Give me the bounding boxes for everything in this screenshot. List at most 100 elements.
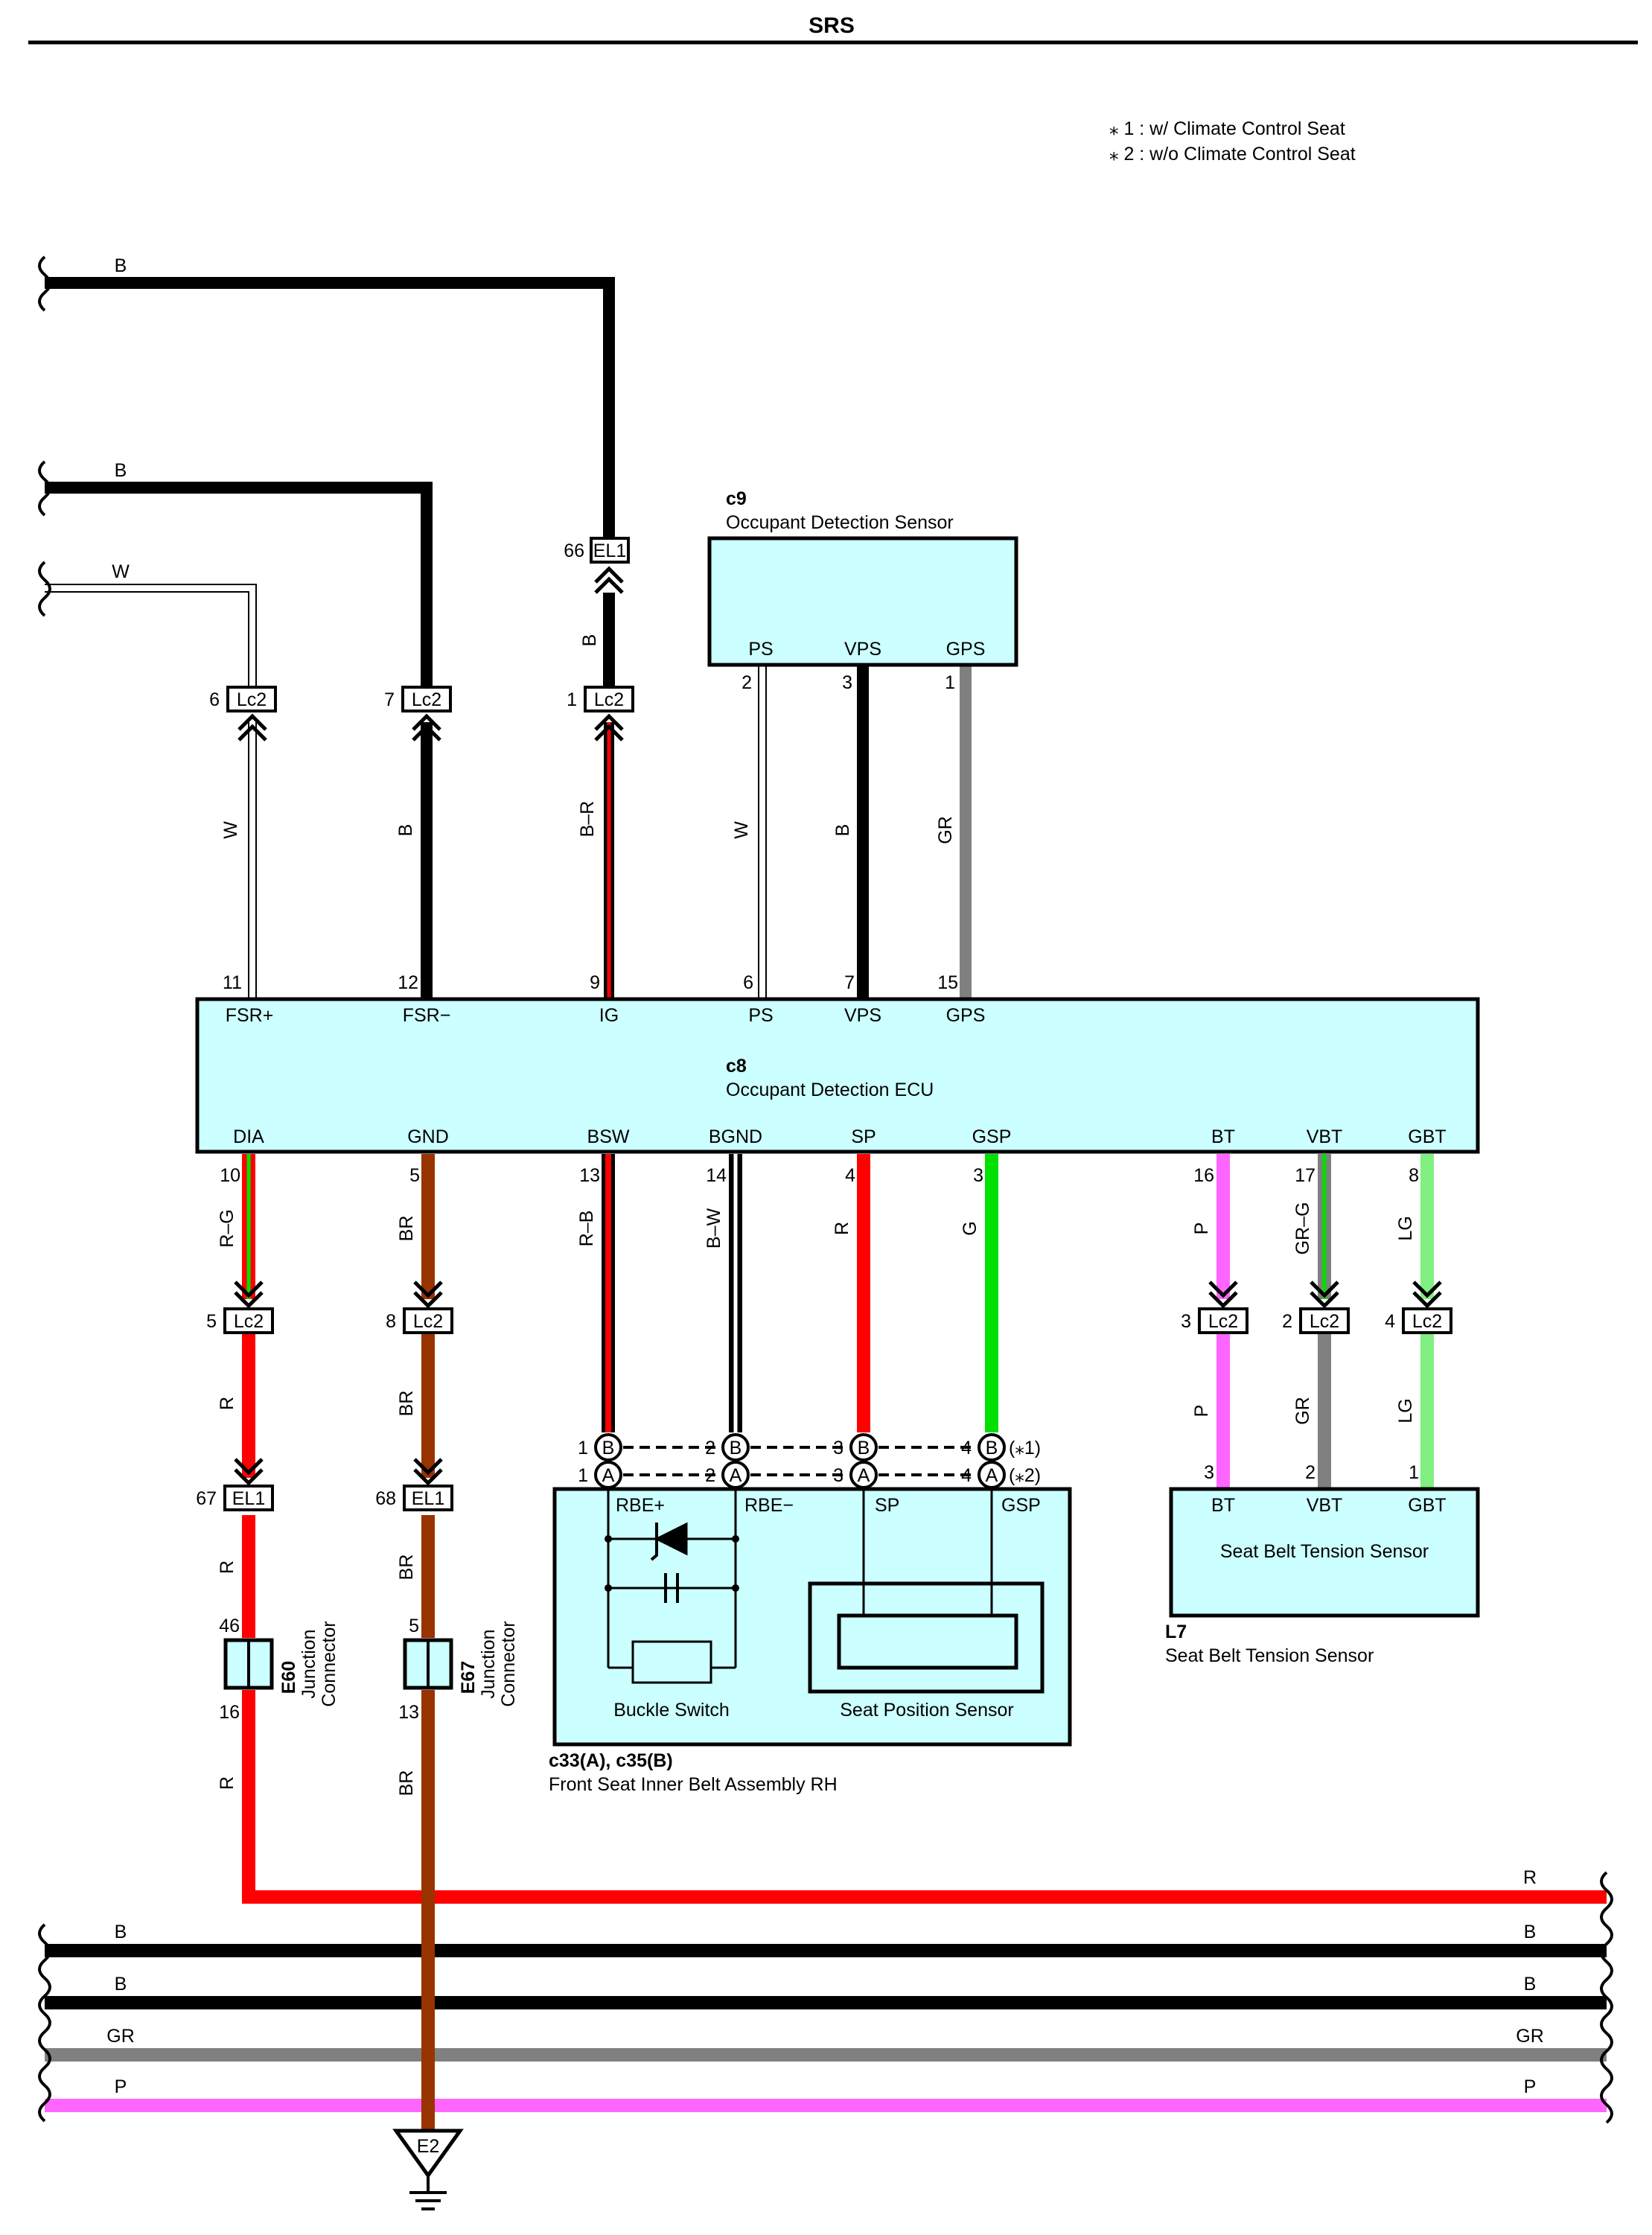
svg-text:BT: BT (1211, 1495, 1235, 1516)
svg-text:Lc2: Lc2 (237, 689, 267, 710)
connector-el1-top: EL1 66 (564, 537, 630, 594)
svg-text:Lc2: Lc2 (1208, 1311, 1238, 1332)
svg-text:Lc2: Lc2 (1412, 1311, 1442, 1332)
component-c33-c35: RBE+ RBE− SP GSP Buckle Switch (552, 1487, 1072, 1747)
wire-label-dia: R–G (217, 1209, 237, 1247)
svg-text:2: 2 (705, 1438, 715, 1458)
svg-text:5: 5 (206, 1311, 217, 1332)
svg-text:Buckle Switch: Buckle Switch (613, 1700, 730, 1721)
connector-lc2-top-3: Lc2 1 (567, 686, 634, 742)
bus-label-b1-left: B (115, 1922, 127, 1942)
c8-pin-bgnd: 14 (706, 1165, 727, 1186)
svg-text:A: A (986, 1465, 998, 1486)
connector-lc2-top-2: Lc2 7 (384, 686, 452, 742)
c33-pin-row-a: A A A A 1 2 3 4 (⁎2) (578, 1460, 1041, 1489)
wire-label-top-2: B (115, 460, 127, 481)
component-c8: c8 Occupant Detection ECU FSR+ FSR− IG P… (195, 997, 1480, 1154)
svg-text:6: 6 (209, 689, 220, 710)
wire-label-below-jc-br: BR (396, 1770, 417, 1796)
wire-label-ig: B–R (577, 801, 598, 838)
l7-pin-gbt: 1 (1409, 1462, 1419, 1483)
wire-label-gbt: LG (1395, 1216, 1416, 1240)
harness-break-left-bottom (38, 1923, 51, 2123)
svg-text:DIA: DIA (233, 1126, 264, 1147)
c8-pin-bsw: 13 (579, 1165, 600, 1186)
svg-text:EL1: EL1 (412, 1488, 444, 1509)
bus-label-p-right: P (1524, 2076, 1537, 2097)
c33-label-code: c33(A), c35(B) (549, 1750, 673, 1771)
wire-label-top-1: B (115, 255, 127, 276)
svg-text:A: A (602, 1465, 615, 1486)
c8-pin-ig: 9 (590, 972, 600, 993)
svg-text:A: A (730, 1465, 742, 1486)
bus-label-gr-right: GR (1516, 2026, 1544, 2047)
wire-label-dia-mid: R (217, 1397, 237, 1410)
svg-text:Lc2: Lc2 (234, 1311, 264, 1332)
svg-text:46: 46 (219, 1616, 240, 1636)
svg-text:E2: E2 (417, 2136, 440, 2157)
svg-text:5: 5 (409, 1616, 419, 1636)
svg-text:EL1: EL1 (593, 541, 626, 561)
svg-text:B: B (986, 1438, 998, 1458)
wire-label-gsp: G (960, 1221, 980, 1235)
svg-text:IG: IG (599, 1005, 619, 1026)
svg-text:SP: SP (851, 1126, 876, 1147)
bus-label-gr-left: GR (106, 2026, 135, 2047)
wire-label-vbt: GR–G (1292, 1202, 1313, 1255)
svg-text:2: 2 (1282, 1311, 1292, 1332)
svg-text:3: 3 (833, 1465, 843, 1486)
svg-text:GSP: GSP (1001, 1495, 1041, 1516)
svg-text:BGND: BGND (709, 1126, 762, 1147)
bus-label-b2-right: B (1524, 1974, 1537, 1995)
svg-text:16: 16 (219, 1702, 240, 1723)
wire-label-sp: R (832, 1222, 852, 1235)
wire-fsr-plus-w (45, 584, 257, 999)
svg-text:Junction: Junction (299, 1629, 319, 1698)
svg-text:4: 4 (1385, 1311, 1395, 1332)
svg-text:GPS: GPS (946, 1005, 986, 1026)
connector-lc2-bottom-4: Lc2 2 (1282, 1281, 1350, 1334)
buckle-switch (607, 1489, 737, 1684)
svg-text:E60: E60 (278, 1661, 299, 1694)
svg-text:VPS: VPS (844, 1005, 881, 1026)
svg-text:4: 4 (961, 1465, 972, 1486)
c8-pin-bt: 16 (1193, 1165, 1214, 1186)
wire-label-bsw: R–B (576, 1211, 597, 1247)
svg-text:GBT: GBT (1408, 1126, 1446, 1147)
l7-label-name: Seat Belt Tension Sensor (1165, 1645, 1374, 1666)
bus-label-p-left: P (115, 2076, 127, 2097)
svg-text:8: 8 (386, 1311, 396, 1332)
svg-text:RBE+: RBE+ (616, 1495, 665, 1516)
bus-label-r-right: R (1523, 1867, 1537, 1888)
svg-text:1: 1 (578, 1438, 588, 1458)
svg-text:B: B (730, 1438, 742, 1458)
svg-text:GSP: GSP (972, 1126, 1012, 1147)
bus-label-b1-right: B (1524, 1922, 1537, 1942)
wire-label-l7-bt: P (1191, 1405, 1212, 1418)
connector-lc2-bottom-3: Lc2 3 (1181, 1281, 1248, 1334)
page-title: SRS (809, 13, 855, 38)
svg-text:SP: SP (875, 1495, 899, 1516)
connector-lc2-bottom-1: Lc2 5 (206, 1281, 274, 1334)
l7-pin-vbt: 2 (1305, 1462, 1315, 1483)
wire-dia-r-to-bus (242, 1690, 1607, 1904)
svg-text:Occupant Detection Sensor: Occupant Detection Sensor (726, 512, 954, 533)
c9-pin-gps: 1 (945, 672, 955, 693)
svg-text:1: 1 (578, 1465, 588, 1486)
svg-text:(⁎1): (⁎1) (1009, 1438, 1041, 1458)
svg-text:RBE−: RBE− (744, 1495, 794, 1516)
l7-pin-bt: 3 (1204, 1462, 1214, 1483)
junction-connector-e67: 5 13 E67 Junction Connector (398, 1616, 519, 1723)
connector-lc2-top-1: Lc2 6 (209, 686, 277, 742)
svg-text:Lc2: Lc2 (412, 689, 441, 710)
svg-text:VBT: VBT (1307, 1126, 1343, 1147)
svg-text:BSW: BSW (587, 1126, 630, 1147)
svg-text:Lc2: Lc2 (1310, 1311, 1339, 1332)
c8-pin-gnd: 5 (409, 1165, 420, 1186)
wire-label-bt: P (1191, 1222, 1212, 1235)
harness-break-left-top (38, 255, 51, 617)
c8-pin-gps: 15 (937, 972, 958, 993)
svg-text:2: 2 (705, 1465, 715, 1486)
svg-text:Connector: Connector (319, 1621, 339, 1706)
